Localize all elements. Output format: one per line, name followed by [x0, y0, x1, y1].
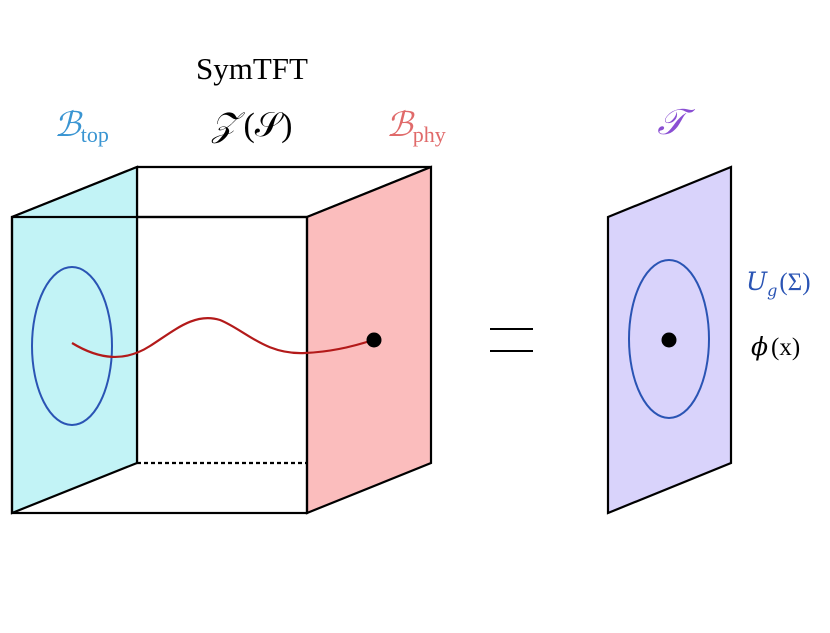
bulk-line-endpoint	[366, 332, 382, 348]
equals-sign	[490, 328, 533, 352]
symmetry-operator-label: Ug(Σ)	[746, 267, 811, 300]
slab-front-face	[10, 215, 309, 515]
topological-boundary-label: ℬtop	[54, 105, 109, 147]
symmetry-operator-loop	[628, 259, 710, 419]
theory-label: 𝒯	[657, 102, 695, 143]
topological-boundary-face	[10, 165, 139, 515]
local-operator-label: ϕ(x)	[751, 332, 800, 361]
symtft-slab	[10, 165, 433, 515]
symtft-z-label: 𝒵(𝒮)	[211, 105, 293, 145]
physical-boundary-label: ℬphy	[386, 105, 446, 147]
symmetry-loop-on-boundary	[31, 266, 113, 426]
local-operator-dot	[661, 332, 677, 348]
theory-plane	[606, 165, 733, 515]
symtft-title: SymTFT	[196, 51, 308, 86]
bulk-line-operator	[71, 316, 374, 358]
